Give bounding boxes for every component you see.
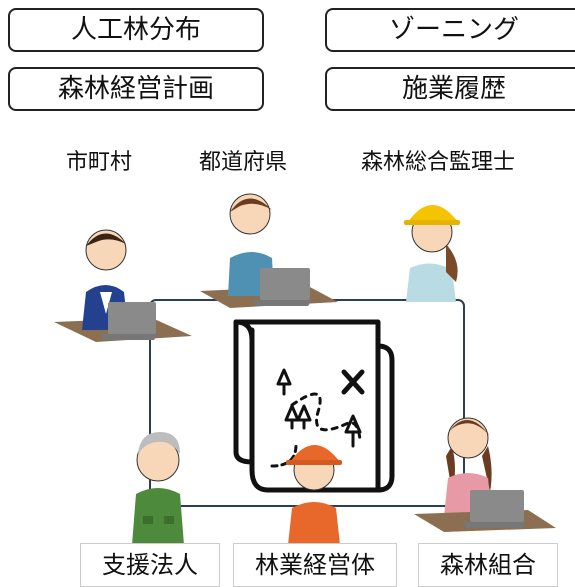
person-forest-cooperative <box>414 417 556 532</box>
label-support-corporation: 支援法人 <box>80 543 220 587</box>
map-icon <box>233 319 395 493</box>
tag-operation-history: 施業履歴 <box>325 67 575 111</box>
label-municipality: 市町村 <box>66 150 133 175</box>
label-forester: 森林総合監理士 <box>361 150 516 175</box>
label-forest-cooperative: 森林組合 <box>418 543 558 587</box>
person-forester <box>404 205 460 302</box>
label-forestry-operator: 林業経営体 <box>233 543 397 587</box>
tag-zoning: ゾーニング <box>325 8 575 52</box>
person-forestry-operator <box>286 445 342 545</box>
person-support-corporation <box>132 432 184 545</box>
tag-management-plan: 森林経営計画 <box>8 67 264 111</box>
label-prefecture: 都道府県 <box>199 150 288 175</box>
person-municipality <box>54 229 192 342</box>
tag-planted-forest: 人工林分布 <box>8 8 264 52</box>
person-prefecture <box>200 193 338 308</box>
